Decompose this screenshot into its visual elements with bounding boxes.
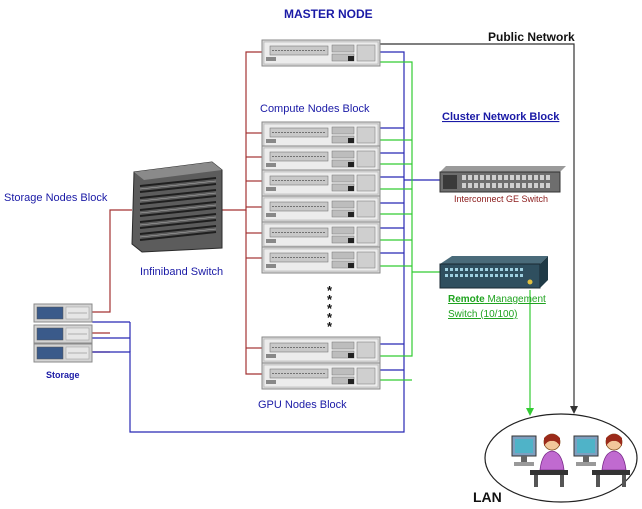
storage-unit bbox=[33, 343, 93, 363]
management-trunk bbox=[380, 61, 413, 357]
gpu-block-label: GPU Nodes Block bbox=[258, 399, 347, 411]
continuation-dot: * bbox=[327, 319, 333, 334]
infiniband-to-master-link bbox=[222, 51, 262, 211]
compute-node bbox=[261, 195, 381, 223]
storage-block-label: Storage Nodes Block bbox=[4, 192, 108, 204]
continuation-dot: * bbox=[327, 283, 333, 298]
continuation-dot: * bbox=[327, 292, 333, 307]
compute-nodes bbox=[261, 121, 381, 274]
storage-unit bbox=[33, 303, 93, 323]
compute-node bbox=[261, 221, 381, 249]
public-network-link bbox=[380, 43, 575, 410]
compute-node bbox=[261, 145, 381, 173]
infiniband-to-storage-link bbox=[92, 209, 132, 313]
public-network-label: Public Network bbox=[488, 30, 575, 44]
continuation-dot: * bbox=[327, 301, 333, 316]
compute-node bbox=[261, 121, 381, 149]
gpu-node bbox=[261, 336, 381, 364]
wires bbox=[92, 43, 578, 433]
continuation-dots: * * * * * bbox=[327, 283, 333, 334]
remote-management-label-line2: Switch (10/100) bbox=[448, 309, 517, 320]
arrow-head-icon bbox=[526, 408, 534, 416]
compute-node bbox=[261, 246, 381, 274]
master-node-label: MASTER NODE bbox=[284, 7, 373, 21]
infiniband-switch-icon bbox=[131, 161, 223, 253]
management-switch-icon bbox=[439, 256, 548, 289]
compute-node bbox=[261, 169, 381, 197]
continuation-dot: * bbox=[327, 310, 333, 325]
infiniband-label: Infiniband Switch bbox=[140, 266, 223, 278]
gpu-node bbox=[261, 362, 381, 390]
remote-management-label: Remote Management bbox=[448, 294, 546, 305]
infiniband-to-gpu-link bbox=[245, 210, 262, 375]
ge-switch-icon bbox=[439, 166, 566, 193]
storage-nodes bbox=[33, 303, 93, 363]
master-node bbox=[261, 39, 381, 67]
cluster-block-label: Cluster Network Block bbox=[442, 111, 560, 123]
interconnect-label: Interconnect GE Switch bbox=[454, 194, 548, 204]
storage-label: Storage bbox=[46, 370, 80, 380]
storage-unit bbox=[33, 324, 93, 344]
compute-block-label: Compute Nodes Block bbox=[260, 103, 370, 115]
lan-label: LAN bbox=[473, 489, 502, 505]
arrow-head-icon bbox=[570, 406, 578, 414]
cluster-network-trunk bbox=[92, 51, 405, 433]
gpu-nodes bbox=[261, 336, 381, 390]
